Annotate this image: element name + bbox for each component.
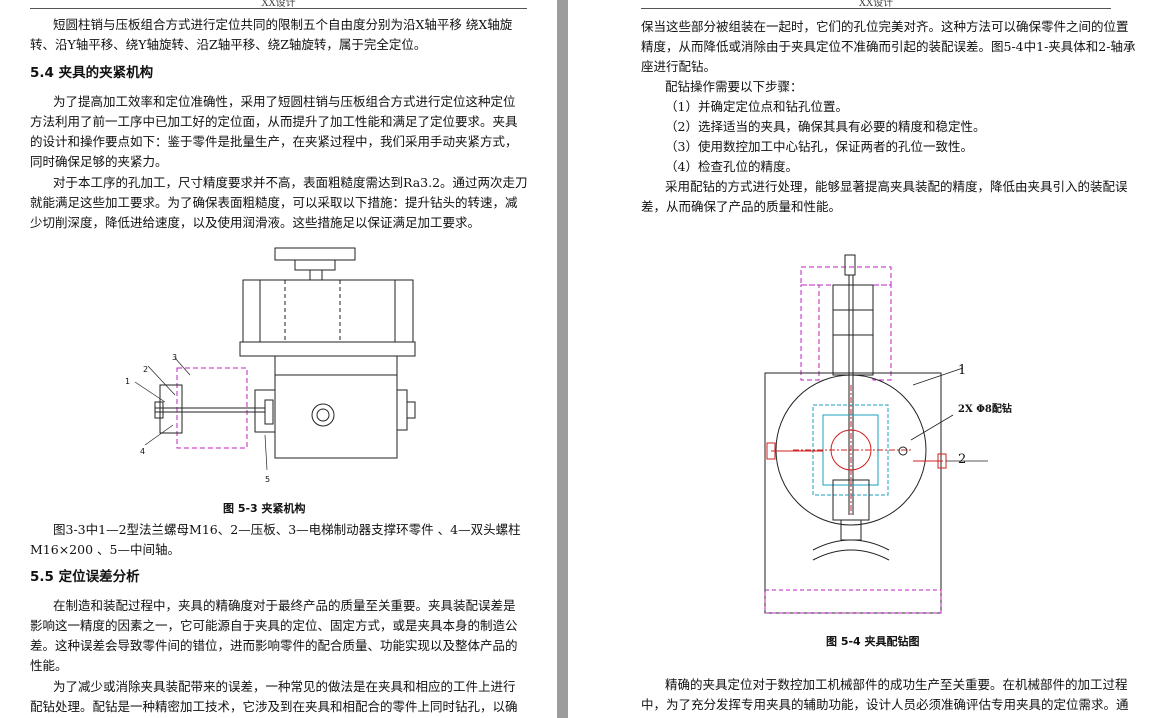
figure-5-3-caption: 图 5-3 夹紧机构 [223, 502, 306, 515]
fig54-label-1: 1 [958, 363, 967, 378]
intro-line-1: 短圆柱销与压板组合方式进行定位共同的限制五个自由度分别为沿X轴平移 绕X轴旋 [53, 17, 513, 32]
para-a-line-3: 的设计和操作要点如下：鉴于零件是批量生产，在夹紧过程中，我们采用手动夹紧方式， [30, 134, 518, 149]
para-d-line-1: 为了减少或消除夹具装配带来的误差，一种常见的做法是在夹具和相应的工件上进行 [53, 679, 516, 694]
intro-line-2: 转、沿Y轴平移、绕Y轴旋转、沿Z轴平移、绕Z轴旋转，属于完全定位。 [30, 37, 427, 52]
right-para-top-line-3: 座进行配钻。 [641, 59, 717, 74]
para-a-line-1: 为了提高加工效率和定位准确性，采用了短圆柱销与压板组合方式进行定位这种定位 [53, 94, 516, 109]
page-header-left: XX设计 [30, 0, 527, 9]
section-heading-5-5: 5.5 定位误差分析 [30, 569, 140, 585]
section-heading-5-4: 5.4 夹具的夹紧机构 [30, 65, 154, 81]
step-2: （2）选择适当的夹具，确保其具有必要的精度和稳定性。 [665, 119, 986, 134]
para-c-line-1: 在制造和装配过程中，夹具的精确度对于最终产品的质量至关重要。夹具装配误差是 [53, 598, 516, 613]
right-page: XX设计 保当这些部分被组装在一起时，它们的孔位完美对齐。这种方法可以确保零件之… [568, 0, 1171, 718]
clamping-mechanism-drawing [134, 247, 416, 471]
para-d-line-2: 配钻处理。配钻是一种精密加工技术，它涉及到在夹具和相配合的零件上同时钻孔，以确 [30, 699, 518, 714]
fig-note-line-1: 图3-3中1—2型法兰螺母M16、2—压板、3—电梯制动器支撑环零件 、4—双头… [53, 522, 521, 537]
para-a-line-4: 同时确保足够的夹紧力。 [30, 154, 168, 169]
para-c-line-4: 性能。 [30, 658, 68, 673]
left-page: XX设计 短圆柱销与压板组合方式进行定位共同的限制五个自由度分别为沿X轴平移 绕… [0, 0, 557, 718]
para-c-line-2: 影响这一精度的因素之一，它可能源自于夹具的定位、固定方式，或是夹具本身的制造公 [30, 618, 518, 633]
figure-5-4-caption: 图 5-4 夹具配钻图 [826, 635, 920, 648]
right-para-bottom-line-1: 精确的夹具定位对于数控加工机械部件的成功生产至关重要。在机械部件的加工过程 [665, 677, 1128, 692]
right-para-top-line-2: 精度，从而降低或消除由于夹具定位不准确而引起的装配误差。图5-4中1-夹具体和2… [641, 39, 1136, 54]
para-b-line-1: 对于本工序的孔加工，尺寸精度要求并不高，表面粗糙度需达到Ra3.2。通过两次走刀 [53, 175, 528, 190]
fig53-label-2: 2 [143, 365, 149, 374]
co-drilling-drawing [764, 254, 988, 614]
para-b-line-3: 少切削深度，降低进给速度，以及使用润滑液。这些措施足以保证满足加工要求。 [30, 215, 481, 230]
fig54-label-2: 2 [958, 452, 967, 467]
step-4: （4）检查孔位的精度。 [665, 159, 798, 174]
fig53-label-4: 4 [140, 447, 146, 456]
step-1: （1）并确定定位点和钻孔位置。 [665, 99, 848, 114]
right-para-bottom-line-2: 中，为了充分发挥专用夹具的辅助功能，设计人员必须准确评估专用夹具的定位需求。通 [641, 697, 1129, 712]
right-para-mid-line-1: 采用配钻的方式进行处理，能够显著提高夹具装配的精度，降低由夹具引入的装配误 [665, 179, 1128, 194]
para-a-line-2: 方法利用了前一工序中已加工好的定位面，从而提升了加工性能和满足了定位要求。夹具 [30, 114, 518, 129]
fig53-label-3: 3 [172, 353, 178, 362]
fig53-label-1: 1 [125, 377, 131, 386]
right-para-mid-line-2: 差，从而确保了产品的质量和性能。 [641, 199, 842, 214]
fig53-label-5: 5 [265, 475, 271, 484]
steps-title: 配钻操作需要以下步骤： [665, 79, 803, 94]
fig-note-line-2: M16×200 、5—中间轴。 [30, 542, 180, 557]
step-3: （3）使用数控加工中心钻孔，保证两者的孔位一致性。 [665, 139, 973, 154]
para-c-line-3: 差。这种误差会导致零件间的错位，进而影响零件的配合质量、功能实现以及整体产品的 [30, 638, 518, 653]
page-gutter [557, 0, 568, 718]
right-para-top-line-1: 保当这些部分被组装在一起时，它们的孔位完美对齐。这种方法可以确保零件之间的位置 [641, 19, 1129, 34]
page-header-right: XX设计 [641, 0, 1111, 9]
fig54-hole-label: 2X Φ8配钻 [958, 404, 1012, 415]
para-b-line-2: 就能满足这些加工要求。为了确保表面粗糙度，可以采取以下措施：提升钻头的转速，减 [30, 195, 518, 210]
